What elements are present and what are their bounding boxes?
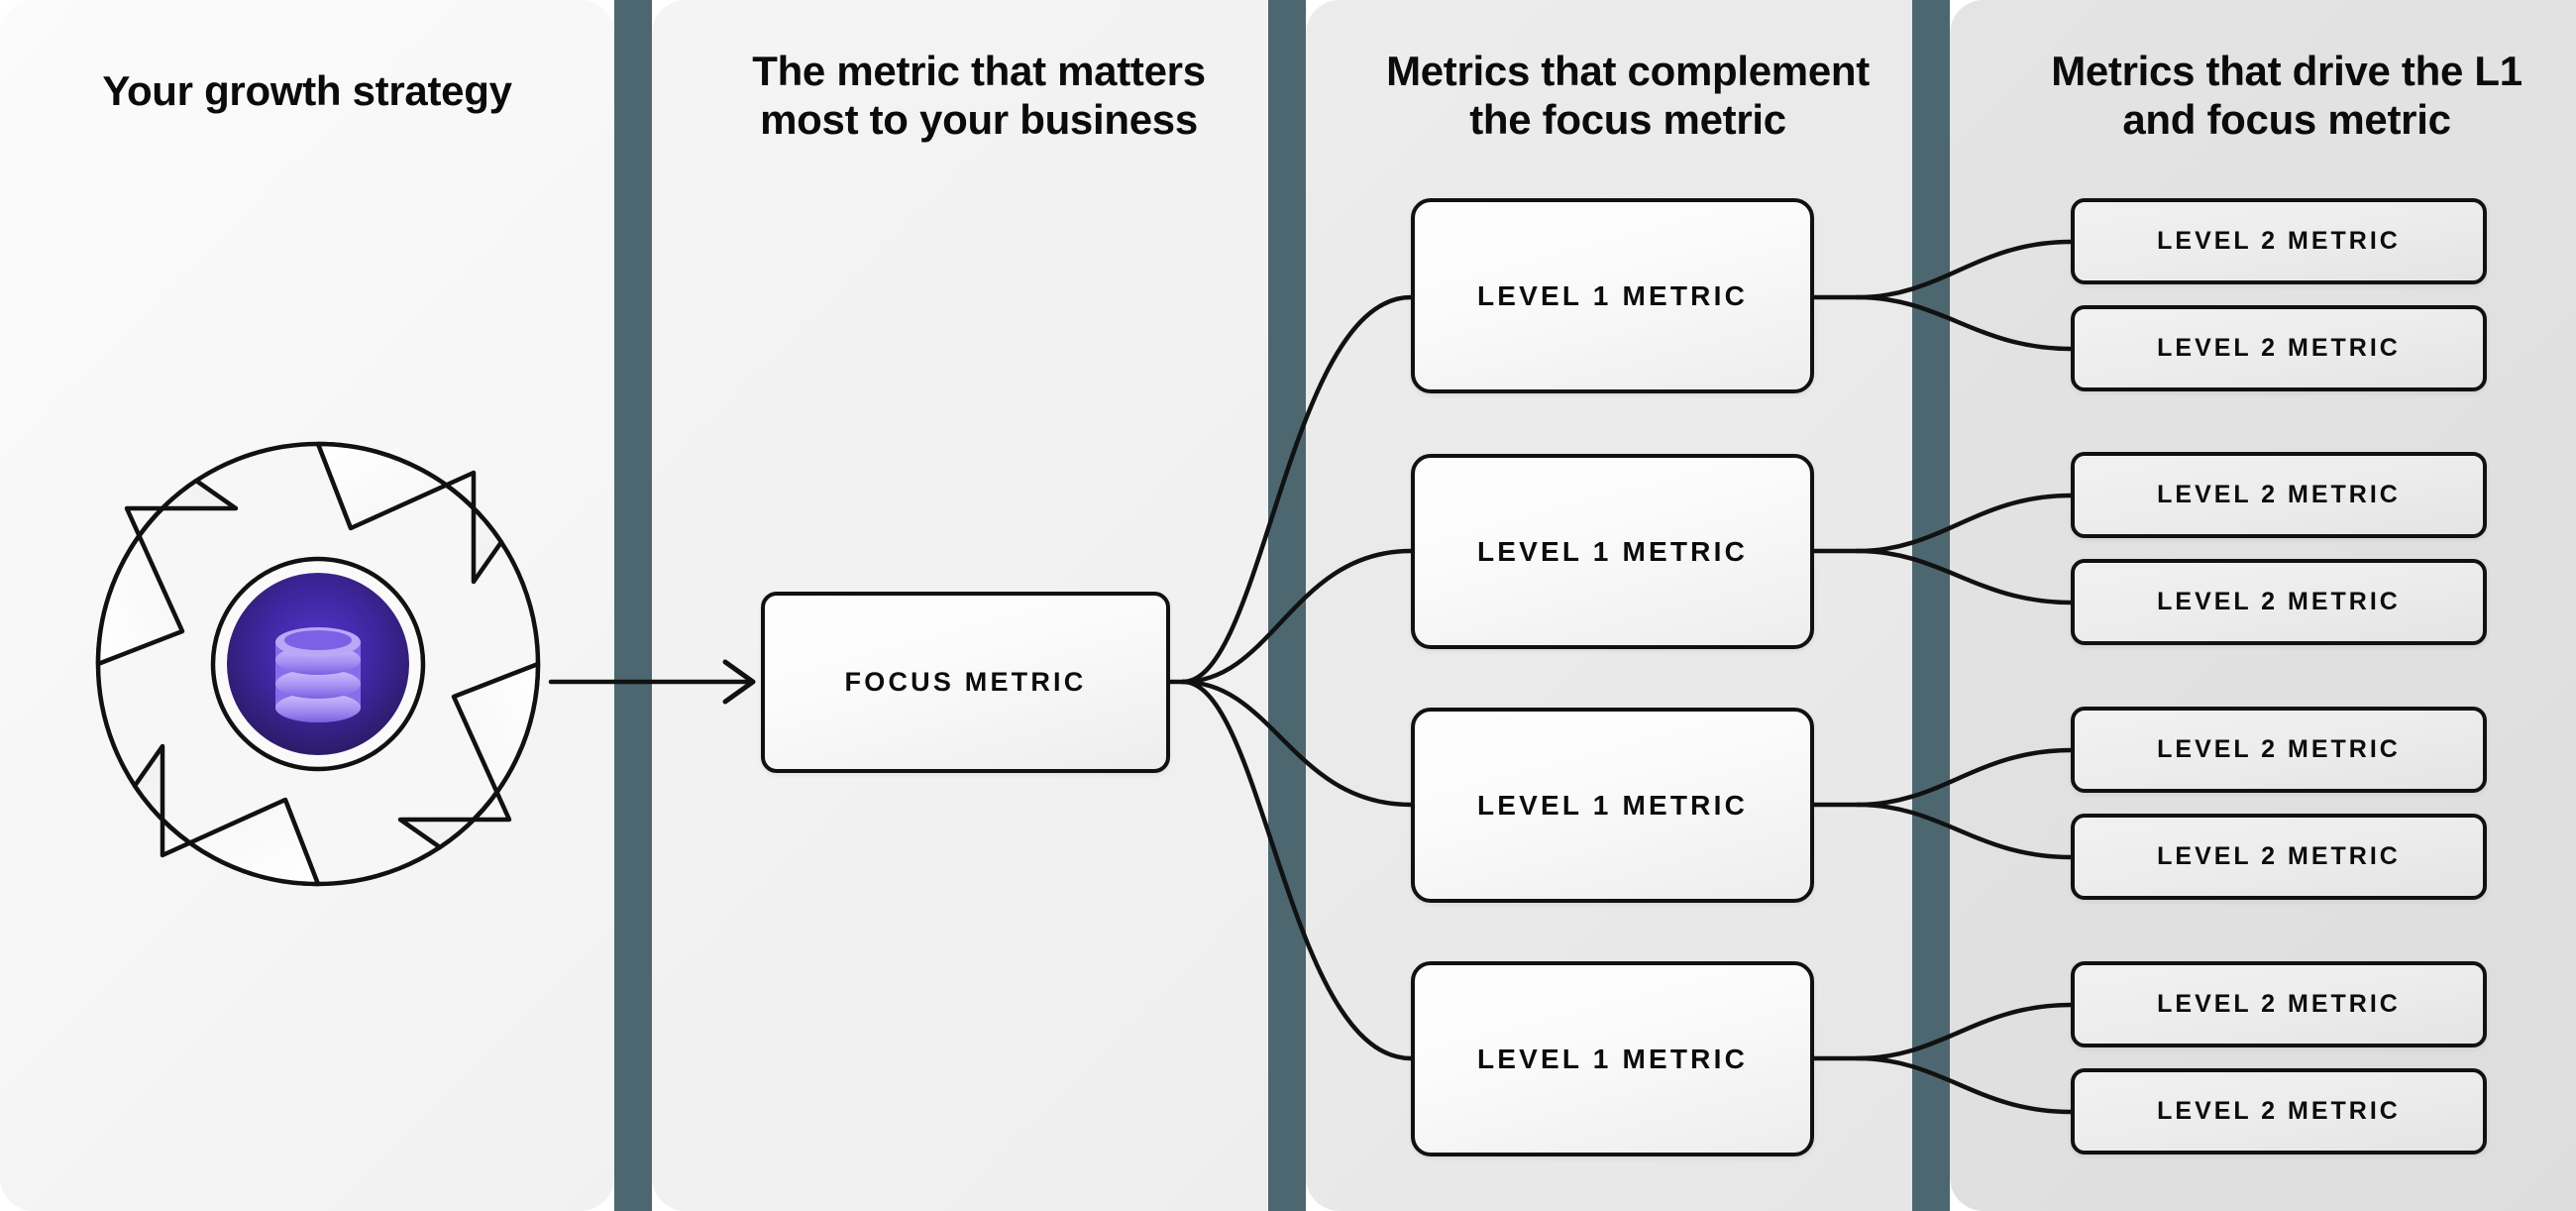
- node-level2-metric-4b[interactable]: LEVEL 2 METRIC: [2071, 1068, 2487, 1155]
- aperture-database-logo: [85, 431, 551, 897]
- node-level1-metric-2[interactable]: LEVEL 1 METRIC: [1411, 454, 1814, 649]
- column-separator-2: [1268, 0, 1306, 1211]
- column-heading-level1: Metrics that complement the focus metric: [1386, 48, 1870, 143]
- node-level1-metric-3[interactable]: LEVEL 1 METRIC: [1411, 708, 1814, 903]
- node-level1-metric-1[interactable]: LEVEL 1 METRIC: [1411, 198, 1814, 393]
- node-level2-metric-1b[interactable]: LEVEL 2 METRIC: [2071, 305, 2487, 391]
- node-level2-metric-3b[interactable]: LEVEL 2 METRIC: [2071, 814, 2487, 900]
- node-level2-metric-1a[interactable]: LEVEL 2 METRIC: [2071, 198, 2487, 284]
- column-heading-focus: The metric that matters most to your bus…: [752, 48, 1206, 143]
- node-level1-metric-4[interactable]: LEVEL 1 METRIC: [1411, 961, 1814, 1156]
- node-focus-metric[interactable]: FOCUS METRIC: [761, 592, 1170, 773]
- column-separator-3: [1912, 0, 1950, 1211]
- node-level2-metric-4a[interactable]: LEVEL 2 METRIC: [2071, 961, 2487, 1047]
- column-separator-1: [614, 0, 652, 1211]
- database-icon: [275, 627, 361, 722]
- column-heading-strategy: Your growth strategy: [102, 67, 512, 114]
- node-level2-metric-3a[interactable]: LEVEL 2 METRIC: [2071, 707, 2487, 793]
- node-level2-metric-2b[interactable]: LEVEL 2 METRIC: [2071, 559, 2487, 645]
- node-level2-metric-2a[interactable]: LEVEL 2 METRIC: [2071, 452, 2487, 538]
- column-heading-level2: Metrics that drive the L1 and focus metr…: [2051, 48, 2522, 143]
